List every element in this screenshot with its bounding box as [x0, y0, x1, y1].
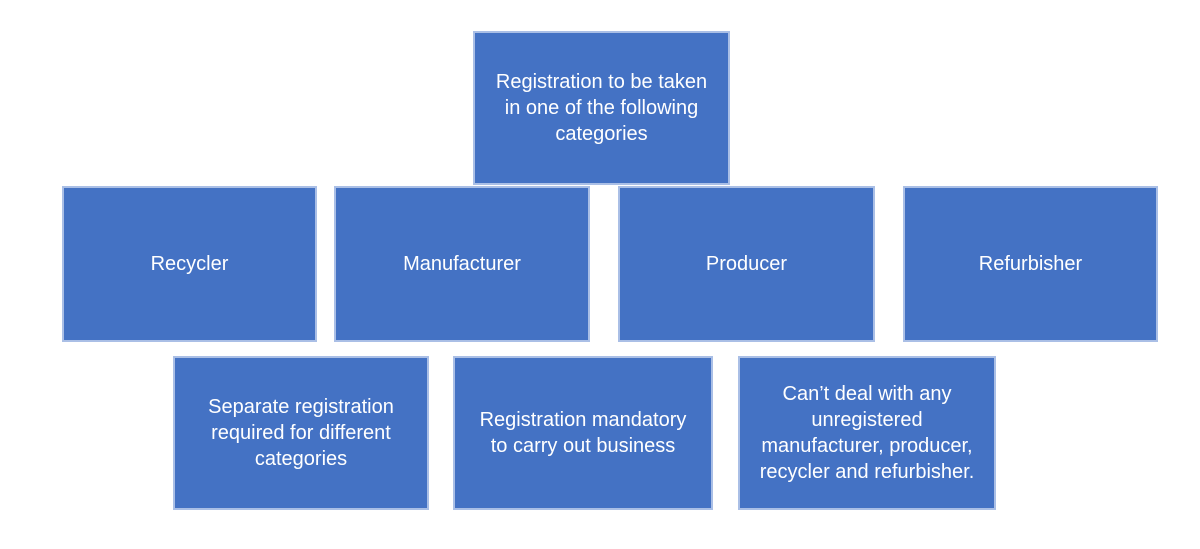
diagram-node-unregistered-dealing: Can’t deal with any unregistered manufac… [738, 356, 996, 510]
diagram-node-label: Registration to be taken in one of the f… [495, 71, 708, 145]
diagram-node-registration-title: Registration to be taken in one of the f… [473, 31, 730, 185]
diagram-node-label: Can’t deal with any unregistered manufac… [759, 383, 975, 483]
diagram-node-manufacturer: Manufacturer [334, 186, 590, 342]
diagram-node-refurbisher: Refurbisher [903, 186, 1158, 342]
diagram-node-label: Manufacturer [403, 253, 521, 275]
diagram-node-label: Registration mandatory to carry out busi… [479, 409, 687, 457]
diagram-node-separate-registration: Separate registration required for diffe… [173, 356, 429, 510]
diagram-node-registration-mandatory: Registration mandatory to carry out busi… [453, 356, 713, 510]
diagram-node-recycler: Recycler [62, 186, 317, 342]
diagram-node-label: Refurbisher [978, 253, 1083, 275]
diagram-node-label: Separate registration required for diffe… [208, 396, 394, 470]
diagram-node-label: Recycler [150, 253, 229, 275]
diagram-node-producer: Producer [618, 186, 875, 342]
diagram-node-label: Producer [705, 253, 788, 275]
